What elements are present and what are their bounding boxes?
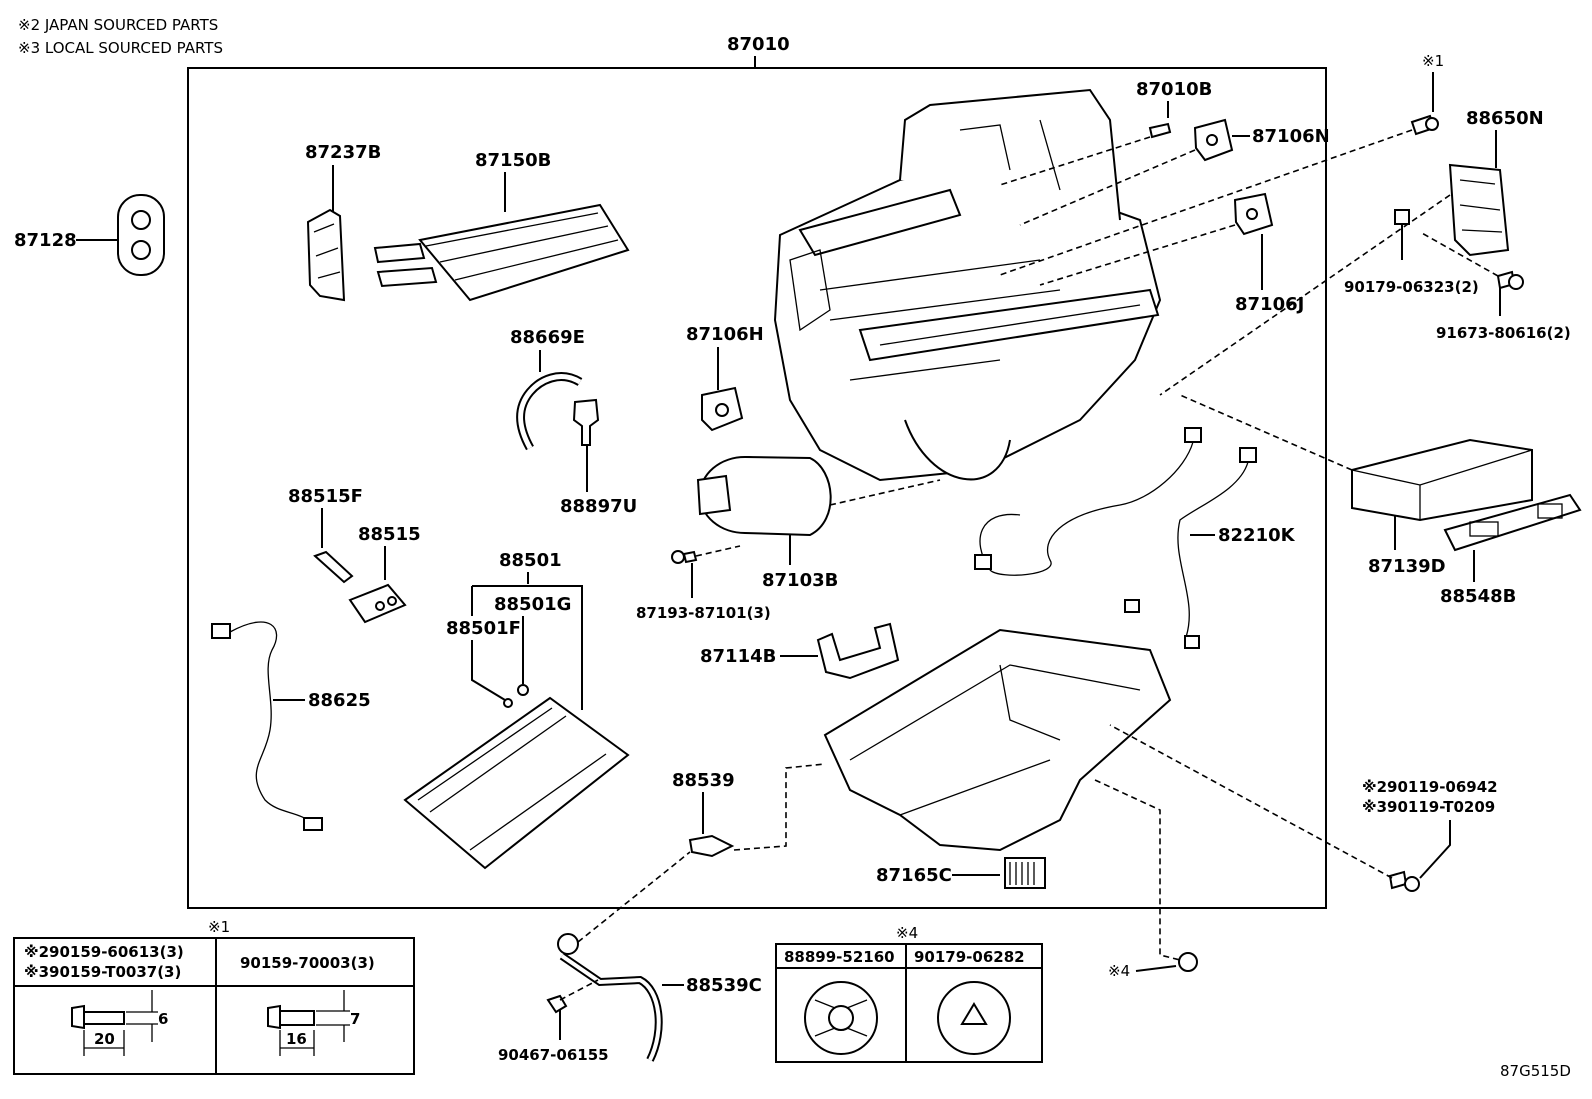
label-88501: 88501 (499, 550, 562, 571)
label-88539C: 88539C (686, 975, 762, 996)
label-87237B: 87237B (305, 142, 381, 163)
label-88515: 88515 (358, 524, 421, 545)
label-88625: 88625 (308, 690, 371, 711)
heater-core-87150B[interactable] (373, 203, 630, 302)
clamp-87114B[interactable] (816, 622, 900, 680)
label-87139D: 87139D (1368, 556, 1446, 577)
thermistor-88539[interactable] (688, 834, 735, 858)
label-87106J: 87106J (1235, 294, 1304, 315)
dim-a-diameter: 6 (158, 1010, 168, 1028)
harness-82210K[interactable] (974, 427, 1257, 649)
label-88669E: 88669E (510, 327, 585, 348)
bolt-diagram-b (267, 990, 350, 1056)
label-90119-06942: ※290119-06942 (1362, 778, 1498, 796)
label-90119-T0209: ※390119-T0209 (1362, 798, 1495, 816)
lower-case[interactable] (823, 628, 1172, 852)
label-88539: 88539 (672, 770, 735, 791)
label-90179-06323: 90179-06323(2) (1344, 278, 1479, 296)
label-82210K: 82210K (1218, 525, 1296, 546)
table1-col1-line2: ※390159-T0037(3) (24, 963, 181, 981)
cabin-filter-87139D[interactable] (1351, 438, 1533, 522)
table1-ref: ※1 (208, 918, 230, 936)
label-88897U: 88897U (560, 496, 637, 517)
dim-b-length: 16 (286, 1030, 307, 1048)
sensor-88897U[interactable] (572, 398, 600, 446)
screw-90119[interactable] (1388, 870, 1420, 892)
table1 (13, 937, 415, 1075)
label-87128: 87128 (14, 230, 77, 251)
harness-88625[interactable] (211, 621, 323, 831)
table1-col2: 90159-70003(3) (240, 954, 375, 972)
servo-motor-87106N[interactable] (1193, 118, 1234, 162)
table4-col1: 88899-52160 (784, 948, 895, 966)
bolt-diagram-a (71, 990, 158, 1056)
label-91673-80616: 91673-80616(2) (1436, 324, 1571, 342)
ref4-marker: ※4 (1108, 962, 1130, 980)
drain-hose-88669E[interactable] (516, 372, 583, 451)
heater-unit-housing[interactable] (773, 88, 1162, 482)
amplifier-88650N[interactable] (1448, 163, 1510, 257)
label-87106N: 87106N (1252, 126, 1330, 147)
clip-90179-06323[interactable] (1394, 209, 1410, 225)
label-87150B: 87150B (475, 150, 551, 171)
blower-motor-87103B[interactable] (696, 456, 832, 537)
label-88548B: 88548B (1440, 586, 1516, 607)
clip-ref4[interactable] (1178, 952, 1198, 972)
table4-ref: ※4 (896, 924, 918, 942)
diagram-code: 87G515D (1500, 1062, 1571, 1080)
label-87165C: 87165C (876, 865, 952, 886)
label-87193-87101: 87193-87101(3) (636, 604, 771, 622)
filter-cover-88548B[interactable] (1443, 493, 1582, 552)
screw-87193-87101[interactable] (671, 550, 698, 564)
table4 (775, 943, 1043, 1063)
label-87114B: 87114B (700, 646, 776, 667)
o-ring-88501G[interactable] (517, 684, 529, 696)
assembly-frame (187, 67, 1327, 909)
label-88501F: 88501F (446, 618, 521, 639)
dim-b-diameter: 7 (350, 1010, 360, 1028)
screw-91673-80616[interactable] (1496, 270, 1524, 290)
label-87103B: 87103B (762, 570, 838, 591)
label-88515F: 88515F (288, 486, 363, 507)
label-87010B: 87010B (1136, 79, 1212, 100)
label-87106H: 87106H (686, 324, 764, 345)
servo-motor-87106H[interactable] (701, 386, 744, 432)
note-local: ※3 LOCAL SOURCED PARTS (18, 39, 223, 57)
o-ring-88501F[interactable] (503, 698, 513, 708)
screw-ref1[interactable] (1410, 114, 1439, 136)
dim-a-length: 20 (94, 1030, 115, 1048)
label-88650N: 88650N (1466, 108, 1544, 129)
bolt-88515F[interactable] (313, 550, 354, 584)
connector-87165C[interactable] (1004, 857, 1046, 889)
bracket-87237B[interactable] (306, 208, 346, 302)
clip-88899-52160 (804, 981, 878, 1055)
grommet-87128[interactable] (117, 194, 165, 276)
note-japan: ※2 JAPAN SOURCED PARTS (18, 16, 218, 34)
nut-90179-06282 (937, 981, 1011, 1055)
ref1-marker: ※1 (1422, 52, 1444, 70)
servo-motor-87106J[interactable] (1233, 192, 1274, 236)
sensor-holder-88539C[interactable] (557, 933, 663, 1062)
table1-col1-line1: ※290159-60613(3) (24, 943, 184, 961)
expansion-valve-88515[interactable] (348, 583, 407, 624)
assembly-label: 87010 (727, 34, 790, 55)
table4-col2: 90179-06282 (914, 948, 1025, 966)
evaporator-88501[interactable] (403, 696, 630, 870)
screw-87010B[interactable] (1148, 122, 1172, 139)
label-90467-06155: 90467-06155 (498, 1046, 609, 1064)
label-88501G: 88501G (494, 594, 571, 615)
